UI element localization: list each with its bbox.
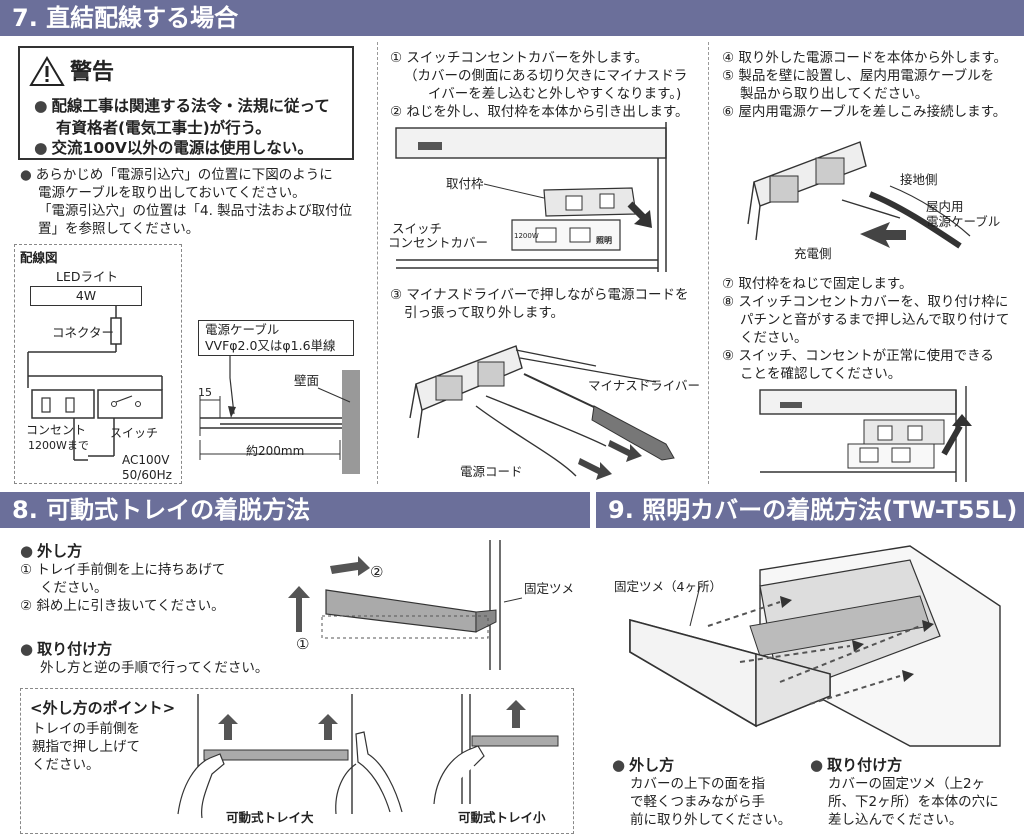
frame-label: 取付枠 — [446, 176, 484, 191]
cover-label-1: スイッチ — [392, 221, 443, 236]
indoor-cable-label-1: 屋内用 — [926, 199, 964, 214]
tray-small-figure — [433, 694, 559, 805]
cable-spec-box: 電源ケーブル VVFφ2.0又はφ1.6単線 — [198, 320, 354, 356]
tray-remove-step-1-cont: ください。 — [40, 580, 108, 596]
warning-item-1: 配線工事は関連する法令・法規に従って — [34, 94, 330, 116]
step-5: ⑤ 製品を壁に設置し、屋内用電源ケーブルを — [722, 68, 995, 84]
intro-line-2: 電源ケーブルを取り出しておいてください。 — [38, 185, 306, 201]
step-9-cont: ことを確認してください。 — [740, 366, 902, 382]
warning-label: 警告 — [70, 60, 115, 85]
section-8-title: 8. 可動式トレイの着脱方法 — [12, 496, 311, 524]
cover-attach-line-2: 所、下2ヶ所）を本体の穴に — [828, 794, 999, 810]
warning-triangle-icon — [29, 56, 65, 86]
ground-side-label: 接地側 — [900, 172, 938, 187]
outlet-limit-label: 1200Wまで — [28, 439, 89, 452]
cord-removal-figure — [409, 345, 675, 480]
step-8-cont-2: ください。 — [740, 330, 808, 346]
tray-large-label: 可動式トレイ大 — [226, 810, 314, 825]
wiring-diagram-box — [14, 244, 182, 484]
tray-point-line-3: ください。 — [32, 757, 100, 773]
warning-box: 警告 配線工事は関連する法令・法規に従って 有資格者(電気工事士)が行う。 交流… — [18, 46, 354, 160]
tray-attach-text: 外し方と逆の手順で行ってください。 — [40, 660, 269, 676]
charge-side-label: 充電側 — [794, 246, 832, 261]
tray-point-box — [20, 688, 574, 834]
step-2: ② ねじを外し、取付枠を本体から引き出します。 — [390, 104, 689, 120]
step-3-cont: 引っ張って取り外します。 — [404, 305, 564, 321]
cover-claw-label: 固定ツメ（4ヶ所） — [614, 579, 722, 594]
cover-remove-line-1: カバーの上下の面を指 — [630, 776, 765, 792]
intro-line-3: 「電源引込穴」の位置は「4. 製品寸法および取付位 — [38, 203, 353, 219]
step-5-cont: 製品から取り出してください。 — [740, 86, 929, 102]
dim-15-label: 15 — [198, 386, 212, 399]
intro-line-1: あらかじめ「電源引込穴」の位置に下図のように — [20, 167, 333, 184]
driver-label: マイナスドライバー — [588, 378, 701, 393]
section-9-title: 9. 照明カバーの着脱方法(TW-T55L) — [608, 496, 1018, 524]
section-9-header: 9. 照明カバーの着脱方法(TW-T55L) — [596, 492, 1024, 528]
warning-item-2: 交流100V以外の電源は使用しない。 — [34, 136, 313, 158]
intro-line-4: 置」を参照してください。 — [38, 221, 200, 237]
wiring-diagram-title: 配線図 — [20, 250, 58, 265]
led-watt: 4W — [75, 288, 97, 303]
cover-removal-figure — [395, 122, 667, 272]
tray-remove-title: 外し方 — [20, 540, 82, 561]
fig-num-2: ② — [370, 563, 384, 581]
cord-label: 電源コード — [460, 464, 523, 479]
ac-frequency-label: 50/60Hz — [122, 468, 172, 482]
plate-label: 照明 — [596, 236, 612, 245]
cable-drawing — [199, 356, 360, 474]
tray-point-title: <外し方のポイント> — [30, 699, 176, 717]
cable-spec-title: 電源ケーブル — [205, 322, 280, 337]
length-label: 約200mm — [246, 444, 305, 458]
tray-point-line-2: 親指で押し上げて — [32, 739, 140, 755]
ac-voltage-label: AC100V — [122, 453, 170, 467]
cover-remove-line-3: 前に取り外してください。 — [630, 812, 792, 828]
cover-attach-title: 取り付け方 — [810, 754, 902, 775]
tray-removal-figure — [288, 540, 523, 670]
light-cover-figure — [629, 545, 1001, 747]
cable-spec-detail: VVFφ2.0又はφ1.6単線 — [205, 338, 336, 353]
cover-attach-line-3: 差し込んでください。 — [828, 812, 963, 828]
switch-label: スイッチ — [110, 426, 159, 440]
cover-label-2: コンセントカバー — [388, 235, 489, 250]
tray-remove-step-1: ① トレイ手前側を上に持ちあげて — [20, 562, 226, 578]
step-9: ⑨ スイッチ、コンセントが正常に使用できる — [722, 348, 994, 364]
warning-item-1b: 有資格者(電気工事士)が行う。 — [56, 119, 271, 137]
fig-num-1: ① — [296, 635, 310, 653]
cover-remove-title: 外し方 — [612, 754, 674, 775]
step-6: ⑥ 屋内用電源ケーブルを差しこみ接続します。 — [722, 104, 1007, 120]
step-7: ⑦ 取付枠をねじで固定します。 — [722, 276, 913, 292]
step-1: ① スイッチコンセントカバーを外します。 — [390, 50, 649, 66]
section-8-header: 8. 可動式トレイの着脱方法 — [0, 492, 590, 528]
step-1-note-2: イバーを差し込むと外しやすくなります。) — [428, 86, 682, 102]
wall-label: 壁面 — [294, 373, 320, 388]
cover-attach-line-1: カバーの固定ツメ（上2ヶ — [828, 776, 986, 792]
cover-remove-line-2: で軽くつまみながら手 — [630, 794, 765, 810]
tray-large-figure — [177, 694, 403, 819]
led-light-box: 4W — [30, 286, 142, 306]
column-divider-1 — [377, 42, 378, 484]
column-divider-2 — [708, 42, 709, 484]
indoor-cable-label-2: 電源ケーブル — [926, 214, 1001, 229]
led-light-label: LEDライト — [56, 269, 118, 284]
tray-small-label: 可動式トレイ小 — [458, 810, 546, 825]
step-4: ④ 取り外した電源コードを本体から外します。 — [722, 50, 1008, 66]
tray-attach-title: 取り付け方 — [20, 638, 112, 659]
cable-connect-figure — [747, 141, 971, 249]
step-3: ③ マイナスドライバーで押しながら電源コードを — [390, 287, 689, 303]
install-complete-figure — [759, 386, 972, 482]
section-7-header: 7. 直結配線する場合 — [0, 0, 1024, 36]
tray-point-line-1: トレイの手前側を — [32, 721, 140, 737]
step-1-note-1: （カバーの側面にある切り欠きにマイナスドラ — [404, 68, 688, 84]
plate-watt: 1200W — [514, 232, 539, 240]
step-8-cont-1: パチンと音がするまで押し込んで取り付けて — [740, 312, 1010, 328]
tray-claw-label: 固定ツメ — [524, 581, 575, 596]
connector-label: コネクター — [52, 325, 115, 340]
outlet-label: コンセント — [26, 423, 87, 437]
tray-remove-step-2: ② 斜め上に引き抜いてください。 — [20, 598, 225, 614]
section-7-title: 7. 直結配線する場合 — [12, 4, 239, 32]
wiring-lines — [27, 306, 163, 461]
step-8: ⑧ スイッチコンセントカバーを、取り付け枠に — [722, 294, 1009, 310]
